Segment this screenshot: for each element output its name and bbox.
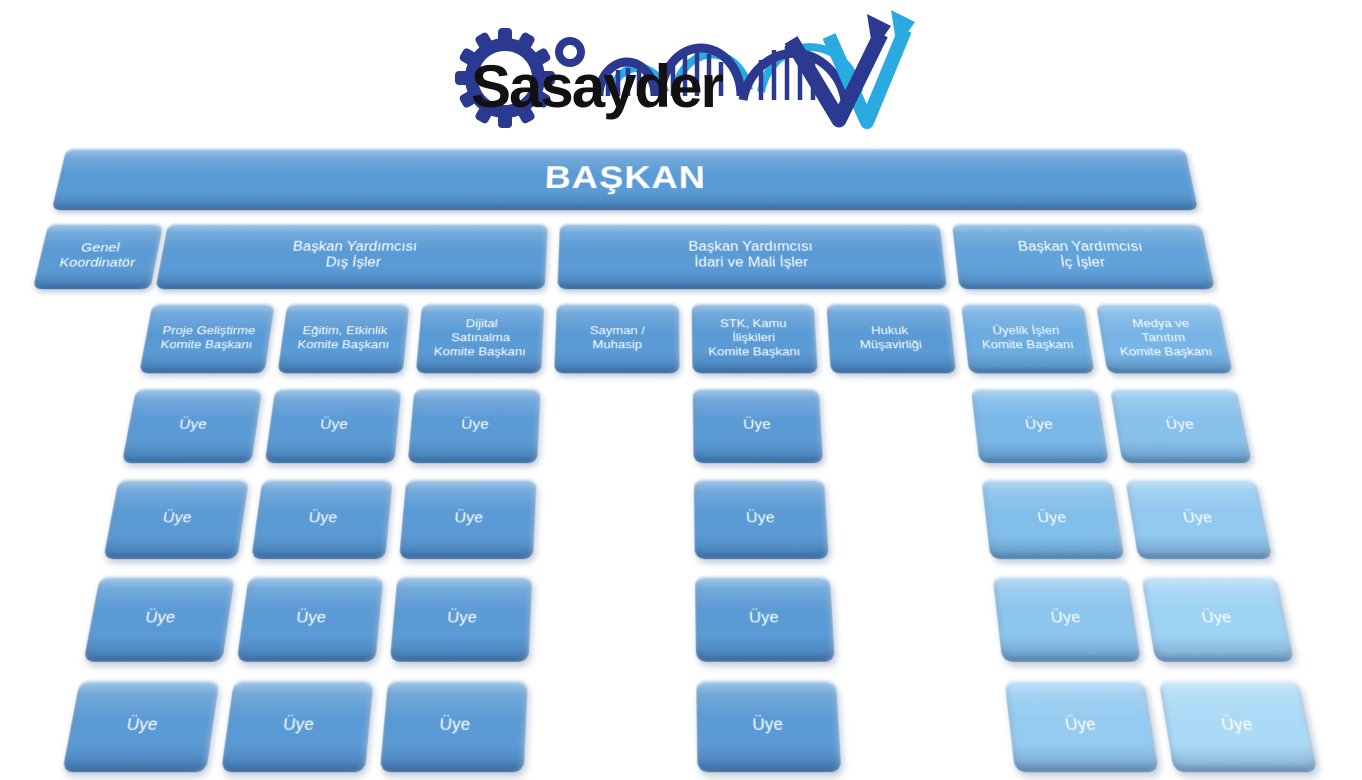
org-box-member: Üye	[694, 575, 835, 662]
growth-arrow-icon	[784, 10, 915, 129]
org-box-label: Proje Geliştirme Komite Başkanı	[159, 323, 257, 351]
org-box-label: Üye	[161, 509, 193, 527]
org-box-dijital-satinalma: Dijital Satınalma Komite Başkanı	[415, 302, 545, 374]
org-chart: BAŞKAN Genel Koordinatör Başkan Yardımcı…	[0, 147, 1362, 773]
org-box-member: Üye	[121, 387, 263, 464]
org-box-sayman-muhasip: Sayman / Muhasip	[554, 302, 680, 374]
org-box-label: STK, Kamu İlişkileri Komite Başkanı	[708, 316, 801, 359]
gear-icon	[455, 28, 585, 128]
org-box-label: Üye	[1063, 714, 1098, 735]
org-box-label: Üye	[1049, 608, 1082, 627]
org-box-label: Üye	[453, 509, 484, 527]
org-box-vp-dis-isler: Başkan Yardımcısı Dış İşler	[155, 223, 548, 290]
org-box-member: Üye	[1124, 478, 1273, 560]
org-box-label: Üye	[125, 714, 160, 735]
org-box-label: Sayman / Muhasip	[589, 323, 646, 351]
org-box-label: Üye	[742, 416, 772, 433]
org-box-genel-koordinator: Genel Koordinatör	[32, 223, 164, 290]
org-box-egitim-etkinlik: Eğitim, Etkinlik Komite Başkanı	[277, 302, 410, 374]
org-box-member: Üye	[389, 575, 533, 662]
org-box-label: Medya ve Tanıtım Komite Başkanı	[1118, 316, 1214, 359]
logo-wordmark: Sasayder	[471, 53, 724, 120]
org-box-label: Üye	[1024, 416, 1054, 433]
org-box-label: Üyelik İşleri Komite Başkanı	[981, 323, 1075, 351]
org-box-member: Üye	[62, 679, 220, 773]
org-box-member: Üye	[981, 478, 1125, 560]
org-box-vp-ic-isler: Başkan Yardımcısı İç İşler	[951, 223, 1216, 290]
org-box-medya-tanitim: Medya ve Tanıtım Komite Başkanı	[1095, 302, 1234, 374]
org-box-label: Üye	[1219, 714, 1254, 735]
org-box-label: Üye	[1181, 509, 1214, 527]
org-box-member: Üye	[693, 478, 829, 560]
org-box-label: Üye	[745, 509, 775, 527]
org-box-label: Başkan Yardımcısı İdari ve Mali İşler	[688, 240, 814, 270]
org-box-member: Üye	[1004, 679, 1160, 773]
org-box-label: Üye	[748, 608, 779, 627]
org-box-member: Üye	[1109, 387, 1253, 464]
org-box-label: Üye	[295, 608, 328, 627]
org-box-label: Üye	[460, 416, 490, 433]
org-box-label: Hukuk Müşavirliği	[859, 323, 923, 351]
org-box-member: Üye	[407, 387, 541, 464]
org-box-label: Üye	[1200, 608, 1234, 627]
org-box-member: Üye	[398, 478, 537, 560]
org-box-uyelik-isleri: Üyelik İşleri Komite Başkanı	[960, 302, 1095, 374]
org-box-label: Başkan Yardımcısı İç İşler	[1017, 240, 1144, 270]
org-box-member: Üye	[970, 387, 1110, 464]
org-box-label: Genel Koordinatör	[57, 240, 137, 270]
org-box-label: Üye	[438, 714, 471, 735]
org-box-label: Üye	[319, 416, 349, 433]
org-box-label: Üye	[143, 608, 177, 627]
org-box-member: Üye	[1141, 575, 1295, 662]
org-box-member: Üye	[696, 679, 842, 773]
org-box-label: Üye	[307, 509, 339, 527]
org-box-stk-kamu-iliskileri: STK, Kamu İlişkileri Komite Başkanı	[691, 302, 818, 374]
org-box-vp-idari-mali-isler: Başkan Yardımcısı İdari ve Mali İşler	[557, 223, 948, 290]
org-box-label: Üye	[177, 416, 209, 433]
org-box-member: Üye	[251, 478, 393, 560]
org-box-member: Üye	[236, 575, 384, 662]
org-box-label: Üye	[1164, 416, 1196, 433]
org-box-hukuk-musavirligi: Hukuk Müşavirliği	[826, 302, 957, 374]
org-box-label: Üye	[282, 714, 315, 735]
org-box-label: Dijital Satınalma Komite Başkanı	[433, 316, 527, 359]
org-box-member: Üye	[379, 679, 528, 773]
org-box-member: Üye	[1158, 679, 1318, 773]
org-box-label: Üye	[1036, 509, 1068, 527]
org-box-member: Üye	[264, 387, 402, 464]
org-box-baskan: BAŞKAN	[51, 147, 1199, 211]
org-box-label: BAŞKAN	[543, 161, 707, 196]
org-box-member: Üye	[103, 478, 250, 560]
org-box-label: Başkan Yardımcısı Dış İşler	[291, 240, 418, 270]
org-box-label: Eğitim, Etkinlik Komite Başkanı	[296, 323, 391, 351]
org-box-member: Üye	[692, 387, 824, 464]
org-box-member: Üye	[992, 575, 1142, 662]
org-box-member: Üye	[83, 575, 235, 662]
sasayder-logo: Sasayder	[455, 10, 915, 129]
org-box-proje-gelistirme: Proje Geliştirme Komite Başkanı	[138, 302, 275, 374]
org-box-member: Üye	[220, 679, 374, 773]
org-box-label: Üye	[446, 608, 478, 627]
org-box-label: Üye	[752, 714, 784, 735]
